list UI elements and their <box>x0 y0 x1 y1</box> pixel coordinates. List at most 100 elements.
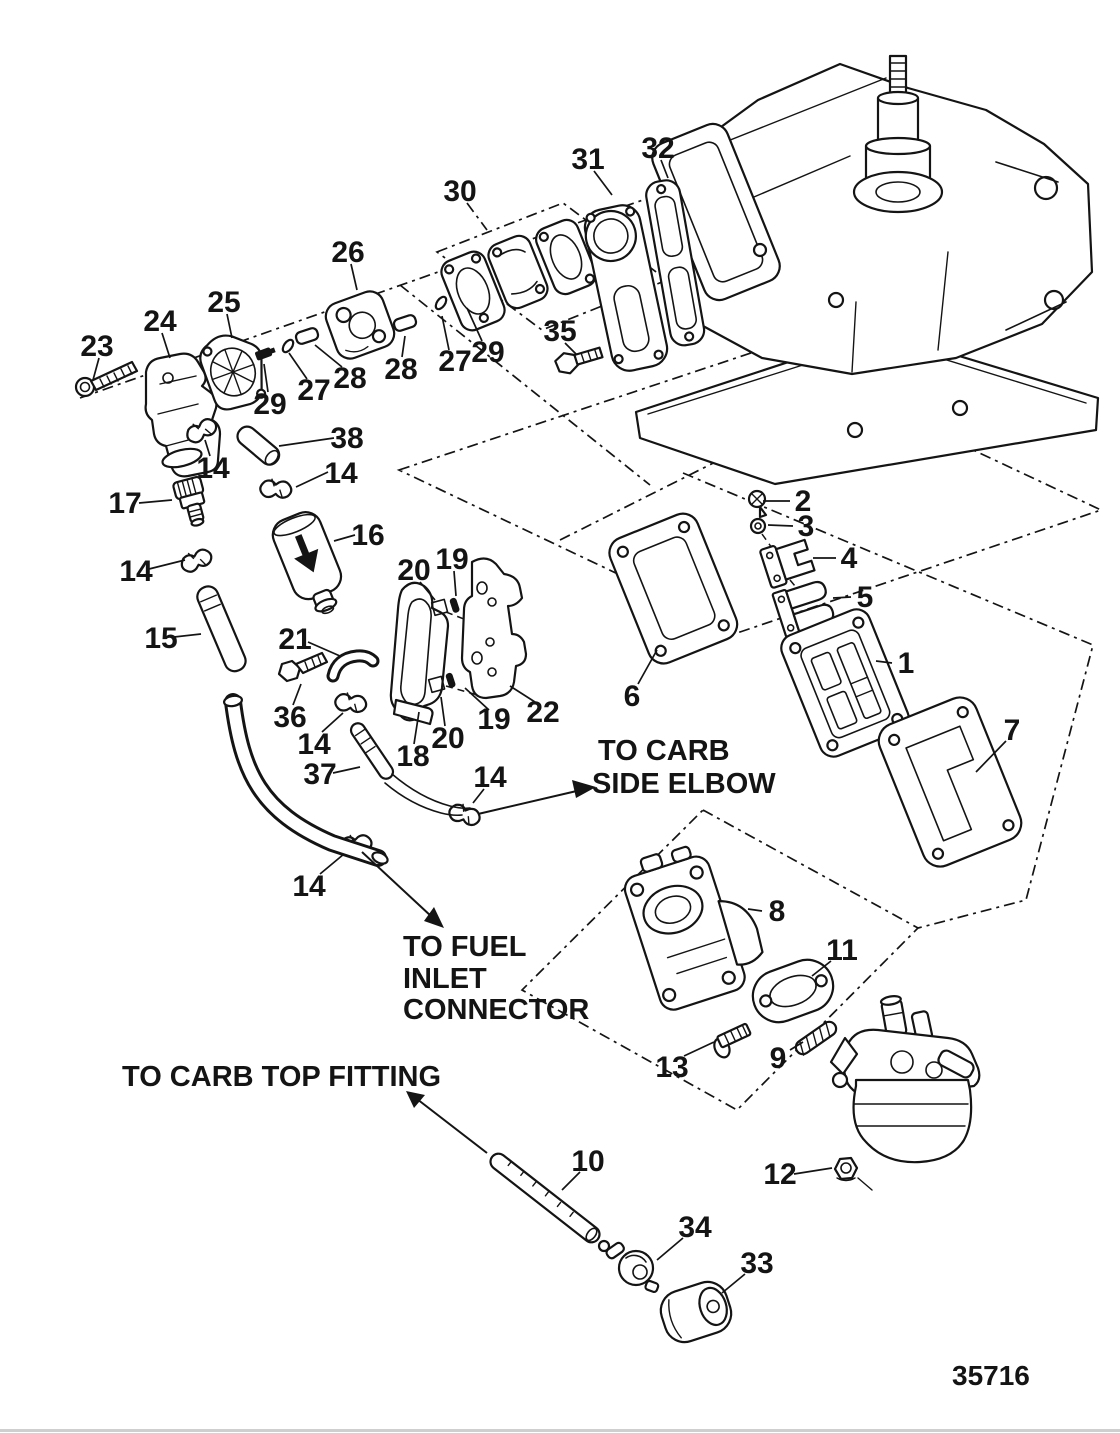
callout-label: 24 <box>143 305 177 338</box>
check-valve-34-illustration <box>597 1239 660 1294</box>
callout-label: 19 <box>435 543 468 576</box>
screw-23-illustration <box>74 360 139 398</box>
spring-9-illustration <box>794 1020 838 1056</box>
callout-label: 32 <box>641 132 674 165</box>
callout-labels: 23 24 25 26 29 27 28 28 27 29 30 31 32 3… <box>80 132 1020 1280</box>
callout-label: 18 <box>396 740 429 773</box>
nut-12-illustration <box>833 1156 873 1191</box>
fuel-line-10-illustration <box>489 1152 601 1244</box>
callout-label: 14 <box>297 728 331 761</box>
callout-label: 2 <box>795 485 812 518</box>
callout-label: 3 <box>798 510 815 543</box>
callout-label: 6 <box>624 680 641 713</box>
gasket-7-illustration <box>877 696 1023 868</box>
callout-label: 7 <box>1004 714 1021 747</box>
callout-label: 33 <box>740 1247 773 1280</box>
nut-3-illustration <box>749 517 767 535</box>
callout-label: 10 <box>571 1145 604 1178</box>
drawing-number: 35716 <box>952 1360 1030 1391</box>
gasket-32-illustration <box>645 179 706 347</box>
annotation-carb-side-elbow-line2: SIDE ELBOW <box>592 768 776 800</box>
callout-label: 36 <box>273 701 306 734</box>
callout-label: 16 <box>351 519 384 552</box>
fuel-filter-illustration <box>271 511 343 615</box>
callout-label: 23 <box>80 330 113 363</box>
gasket-set-30-illustration <box>440 218 597 332</box>
callout-label: 14 <box>196 452 230 485</box>
annotation-carb-side-elbow-line1: TO CARB <box>598 735 730 767</box>
callout-label: 21 <box>278 623 311 656</box>
plate-22-illustration <box>460 557 528 700</box>
callout-label: 13 <box>655 1051 688 1084</box>
callout-label: 34 <box>678 1211 712 1244</box>
callout-label: 27 <box>438 345 471 378</box>
callout-label: 29 <box>471 336 504 369</box>
annotation-fuel-inlet-line3: CONNECTOR <box>403 994 589 1026</box>
callout-label: 5 <box>857 581 874 614</box>
clip-21-illustration <box>326 649 380 683</box>
pin-19b-illustration <box>445 672 456 688</box>
callout-label: 17 <box>108 487 141 520</box>
callout-label: 12 <box>763 1158 796 1191</box>
fitting-17-illustration <box>172 475 206 527</box>
callout-label: 31 <box>571 143 604 176</box>
hose-15-illustration <box>196 585 247 673</box>
sleeve-28b-illustration <box>392 314 418 332</box>
callout-label: 20 <box>397 554 430 587</box>
callout-label: 37 <box>303 758 336 791</box>
callout-label: 25 <box>207 286 240 319</box>
flow-arrows <box>361 780 596 1154</box>
screw-2-illustration <box>747 489 768 519</box>
pump-cover-illustration <box>583 204 669 372</box>
long-hose-illustration <box>222 693 389 867</box>
pin-19a-illustration <box>449 597 460 613</box>
pin-27a-illustration <box>281 338 295 354</box>
spacer-20a-illustration <box>430 598 449 617</box>
callout-label: 8 <box>769 895 786 928</box>
filter-cup-33-illustration <box>659 1280 733 1344</box>
pump-base-illustration <box>324 290 396 360</box>
callout-label: 1 <box>898 647 915 680</box>
reed-block-1-illustration <box>780 608 910 758</box>
callout-label: 9 <box>770 1042 787 1075</box>
annotation-fuel-inlet-line2: INLET <box>403 963 487 995</box>
page-bottom-rule <box>0 1429 1120 1432</box>
gasket-6-illustration <box>608 512 739 665</box>
callout-label: 35 <box>543 315 576 348</box>
reed-block-18-illustration <box>389 581 450 726</box>
callout-label: 14 <box>119 555 153 588</box>
callout-label: 14 <box>324 457 358 490</box>
screw-13-illustration <box>713 1022 752 1059</box>
callout-label: 26 <box>331 236 364 269</box>
callout-label: 27 <box>297 374 330 407</box>
carburetor-illustration <box>829 995 981 1164</box>
screw-36-illustration <box>277 651 329 683</box>
callout-label: 38 <box>330 422 363 455</box>
callout-label: 30 <box>443 175 476 208</box>
callout-label: 19 <box>477 703 510 736</box>
bolt-35-illustration <box>554 346 604 375</box>
spacer-20b-illustration <box>427 675 446 694</box>
annotation-carb-top-fitting: TO CARB TOP FITTING <box>122 1061 441 1093</box>
screw-29a-illustration <box>255 347 276 361</box>
retainer-4-illustration <box>759 538 816 589</box>
leader-lines <box>92 159 1007 1294</box>
tube-37-illustration <box>349 722 471 817</box>
engine-block-illustration <box>634 54 1100 486</box>
tube-38-illustration <box>236 425 281 466</box>
fuel-connector-illustration <box>144 352 222 478</box>
callout-label: 4 <box>841 542 858 575</box>
sleeve-28a-illustration <box>294 327 320 345</box>
callout-label: 28 <box>384 353 417 386</box>
callout-label: 28 <box>333 362 366 395</box>
carb-adapter-illustration <box>623 845 764 1011</box>
callout-label: 11 <box>826 934 858 967</box>
callout-label: 14 <box>473 761 507 794</box>
callout-label: 22 <box>526 696 559 729</box>
pin-27b-illustration <box>434 295 448 311</box>
callout-label: 29 <box>253 388 286 421</box>
callout-label: 15 <box>144 622 177 655</box>
callout-label: 20 <box>431 722 464 755</box>
callout-label: 14 <box>292 870 326 903</box>
